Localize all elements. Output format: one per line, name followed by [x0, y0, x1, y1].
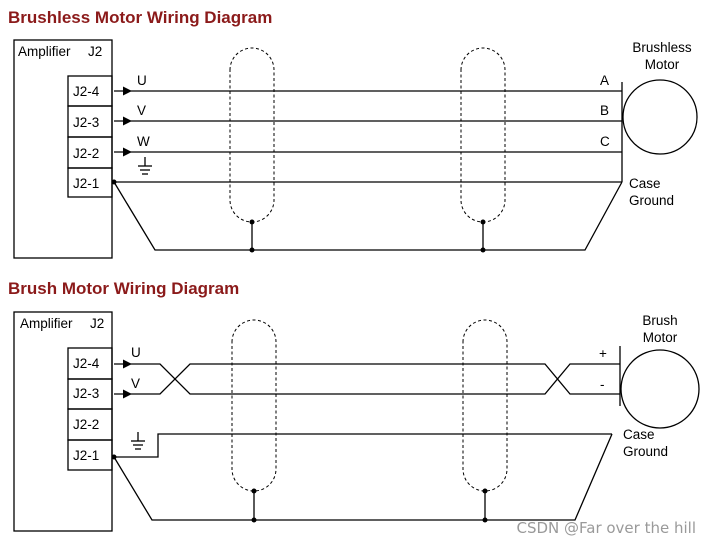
brush-case-label-1: Case	[623, 427, 655, 442]
brushless-wire-v-label: V	[137, 103, 146, 118]
brushless-pin-j2-3: J2-3	[73, 115, 99, 130]
brush-connector-label: J2	[90, 316, 104, 331]
brush-pin-box-j2-1	[67, 439, 113, 471]
brush-terminal-minus: -	[600, 377, 605, 392]
brush-terminal-plus: +	[599, 346, 607, 361]
brush-amplifier-label: Amplifier	[20, 316, 73, 331]
brush-pin-j2-3: J2-3	[73, 386, 99, 401]
brush-pin-j2-2: J2-2	[73, 417, 99, 432]
brush-wire-v-label: V	[131, 376, 140, 391]
brush-pin-j2-1: J2-1	[73, 448, 99, 463]
brushless-wire-u-label: U	[137, 73, 147, 88]
brush-motor-label-2: Motor	[643, 330, 678, 345]
brush-wire-v	[131, 363, 620, 395]
brush-cable-shield-2	[462, 319, 508, 492]
brushless-pin-j2-4: J2-4	[73, 84, 100, 99]
brushless-case-label-2: Ground	[629, 193, 674, 208]
brush-cable-shield-1	[231, 319, 277, 492]
brushless-case-label-1: Case	[629, 176, 661, 191]
brushless-cable-shield-2	[460, 47, 506, 223]
brushless-motor-label-2: Motor	[645, 57, 680, 72]
brush-shield-bus	[113, 433, 613, 521]
brushless-pin-j2-1: J2-1	[73, 176, 99, 191]
brush-wire-ground	[114, 433, 612, 458]
brushless-motor-icon	[622, 79, 698, 155]
brushless-terminal-a: A	[600, 73, 609, 88]
brushless-motor-label-1: Brushless	[632, 40, 692, 55]
brushless-terminal-b: B	[600, 103, 609, 118]
brush-motor-icon	[620, 349, 700, 429]
brushless-shield-bus	[113, 181, 623, 251]
brush-diagram: Brush Motor Wiring Diagram Amplifier J2 …	[8, 279, 700, 532]
brush-case-label-2: Ground	[623, 444, 668, 459]
brush-motor-label-1: Brush	[642, 313, 677, 328]
brushless-pin-j2-2: J2-2	[73, 146, 99, 161]
brushless-diagram: Brushless Motor Wiring Diagram Amplifier…	[8, 8, 698, 259]
watermark: CSDN @Far over the hill	[516, 519, 696, 537]
brush-title: Brush Motor Wiring Diagram	[8, 279, 239, 298]
brushless-wire-w-label: W	[137, 134, 150, 149]
brush-wire-u-label: U	[131, 345, 141, 360]
brushless-terminal-c: C	[600, 134, 610, 149]
brushless-title: Brushless Motor Wiring Diagram	[8, 8, 272, 27]
brush-pin-j2-4: J2-4	[73, 356, 100, 371]
brushless-ground-icon	[138, 157, 152, 175]
brush-ground-icon	[131, 432, 145, 450]
brushless-connector-label: J2	[88, 44, 102, 59]
brushless-cable-shield-1	[229, 47, 275, 223]
brushless-amplifier-label: Amplifier	[18, 44, 71, 59]
brush-wire-u	[131, 363, 620, 395]
